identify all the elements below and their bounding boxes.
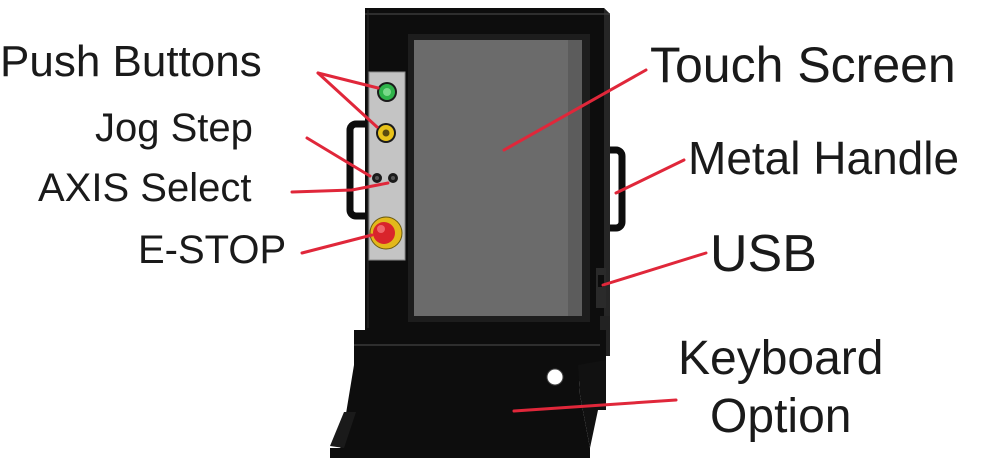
keyboard-tray — [330, 330, 606, 458]
callout-line-keyboard — [512, 398, 678, 413]
touch-screen[interactable] — [408, 34, 590, 322]
callout-line-axis — [290, 181, 390, 194]
yellow-push-button[interactable] — [376, 123, 396, 143]
label-metal-handle: Metal Handle — [688, 132, 960, 184]
callout-line-estop — [300, 233, 374, 255]
label-keyboard-option: Keyboard Option — [678, 330, 883, 445]
callout-lines — [290, 68, 708, 413]
label-keyboard-line1: Keyboard — [678, 332, 884, 385]
usb-port[interactable] — [596, 268, 606, 308]
callout-line-push-green — [316, 71, 380, 90]
label-push-buttons: Push Buttons — [0, 37, 262, 86]
label-touch-screen: Touch Screen — [650, 37, 956, 93]
label-keyboard-line2: Option — [710, 389, 852, 443]
callout-line-jog — [305, 136, 372, 178]
tray-hole — [546, 368, 564, 386]
callout-line-touch — [502, 68, 648, 152]
label-estop: E-STOP — [138, 228, 287, 272]
callout-line-usb — [601, 251, 708, 287]
label-usb: USB — [710, 225, 817, 283]
estop-button[interactable] — [369, 216, 403, 250]
callout-line-push-yellow — [316, 71, 379, 129]
label-axis-select: AXIS Select — [38, 166, 252, 210]
label-jog-step: Jog Step — [95, 106, 253, 150]
green-push-button[interactable] — [377, 82, 397, 102]
axis-select-knob[interactable] — [388, 173, 398, 183]
callout-line-handle — [614, 158, 686, 195]
jog-step-knob[interactable] — [372, 173, 382, 183]
